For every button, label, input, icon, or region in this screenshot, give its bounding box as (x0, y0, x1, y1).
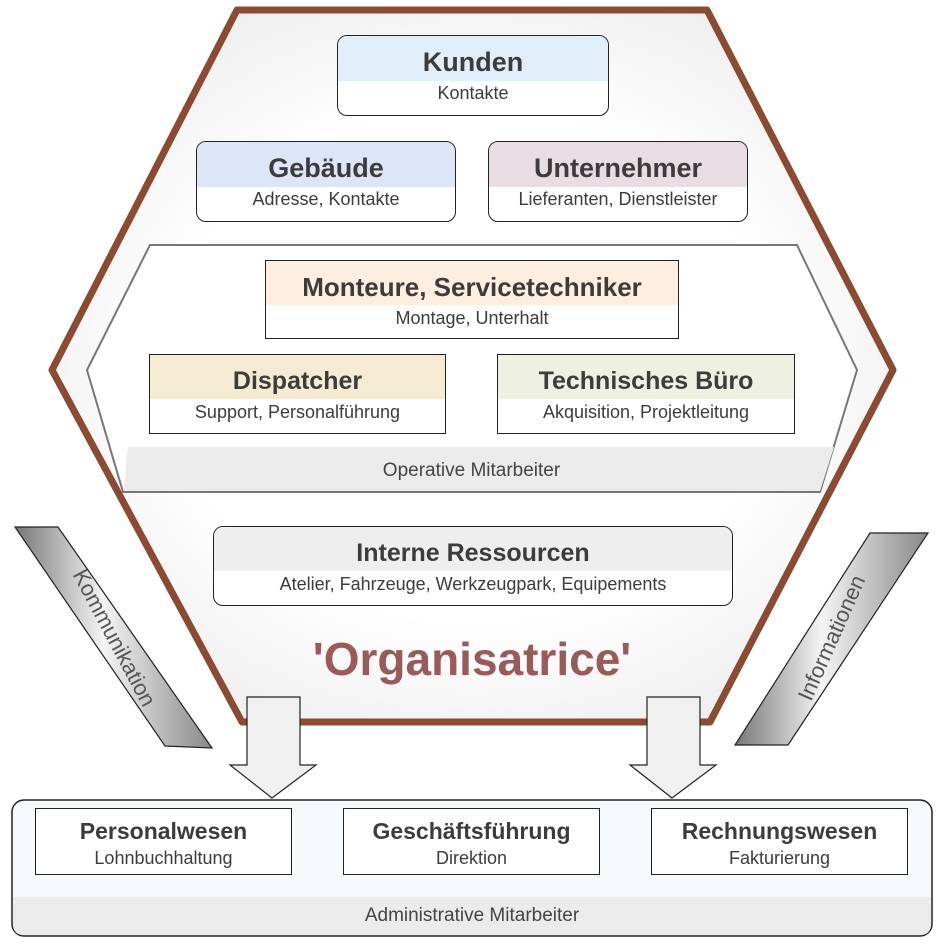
operative-label-band (124, 447, 834, 491)
technisches-buero-box: Technisches Büro Akquisition, Projektlei… (497, 354, 795, 434)
box-subtitle: Akquisition, Projektleitung (542, 402, 750, 422)
dispatcher-box: Dispatcher Support, Personalführung (149, 354, 446, 434)
box-title: Monteure, Servicetechniker (302, 272, 642, 302)
geschaeftsfuehrung-box: Geschäftsführung Direktion (343, 808, 600, 875)
box-subtitle: Adresse, Kontakte (252, 189, 400, 209)
box-subtitle: Support, Personalführung (194, 402, 401, 422)
box-subtitle: Direktion (435, 848, 508, 868)
kommunikation-bar (13, 526, 214, 749)
box-title: Personalwesen (79, 818, 248, 844)
box-subtitle: Lieferanten, Dienstleister (518, 189, 718, 209)
monteure-box: Monteure, Servicetechniker Montage, Unte… (265, 260, 679, 339)
box-subtitle: Atelier, Fahrzeuge, Werkzeugpark, Equipe… (279, 574, 667, 594)
informationen-bar (733, 532, 930, 746)
box-subtitle: Fakturierung (728, 848, 831, 868)
box-title: Rechnungswesen (681, 818, 878, 844)
box-title: Interne Ressourcen (356, 539, 590, 567)
organisatrice-title: 'Organisatrice' (312, 633, 632, 685)
box-title: Technisches Büro (538, 367, 754, 395)
kunden-box: Kunden Kontakte (337, 35, 609, 116)
interne-ressourcen-box: Interne Ressourcen Atelier, Fahrzeuge, W… (213, 526, 733, 606)
box-subtitle: Lohnbuchhaltung (94, 848, 233, 868)
rechnungswesen-box: Rechnungswesen Fakturierung (651, 808, 908, 875)
personalwesen-box: Personalwesen Lohnbuchhaltung (35, 808, 292, 875)
administrative-label: Administrative Mitarbeiter (364, 905, 580, 926)
box-title: Kunden (422, 47, 524, 77)
box-title: Geschäftsführung (372, 818, 571, 844)
gebaeude-box: Gebäude Adresse, Kontakte (196, 141, 456, 222)
arrow-down-left (228, 696, 318, 799)
unternehmer-box: Unternehmer Lieferanten, Dienstleister (488, 141, 748, 222)
operative-label: Operative Mitarbeiter (382, 460, 561, 481)
box-title: Dispatcher (232, 367, 363, 395)
box-title: Gebäude (268, 153, 384, 183)
box-subtitle: Montage, Unterhalt (395, 308, 549, 328)
arrow-down-right (628, 696, 718, 799)
box-subtitle: Kontakte (437, 83, 509, 103)
administrative-label-band (13, 897, 931, 935)
box-title: Unternehmer (533, 153, 703, 183)
